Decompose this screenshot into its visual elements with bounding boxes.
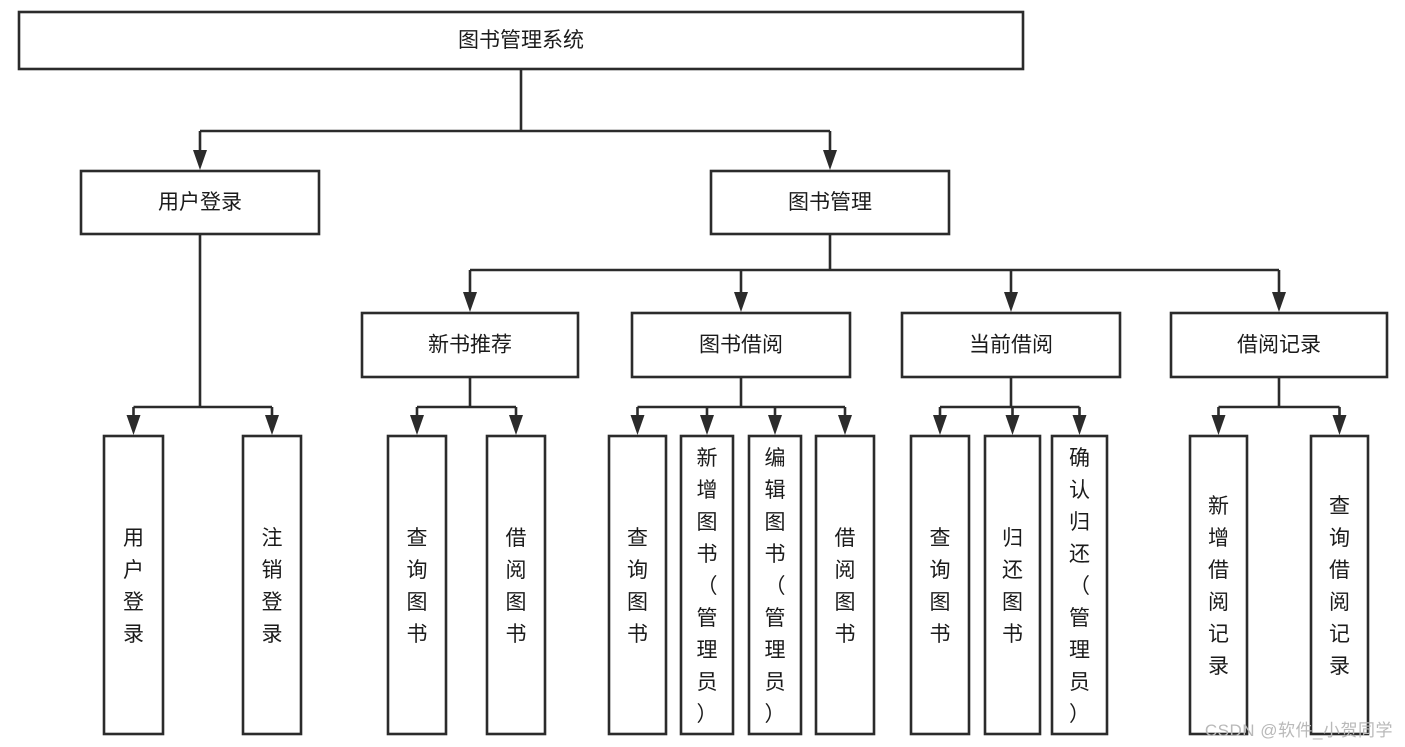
arrow-head-icon [1005, 415, 1020, 435]
arrow-head-icon [126, 415, 141, 435]
leaf-box[interactable] [1309, 434, 1370, 736]
leaf-box[interactable] [241, 434, 303, 736]
leaf-node[interactable]: 借阅图书 [485, 434, 547, 736]
leaf-label: 注销登录 [262, 527, 283, 646]
leaf-label: 借阅图书 [835, 527, 856, 646]
arrow-head-icon [933, 415, 947, 435]
leaf-box[interactable] [747, 434, 803, 736]
branch-node[interactable]: 新书推荐 [360, 311, 580, 379]
arrow-head-icon [193, 150, 207, 170]
leaf-node[interactable]: 查询图书 [909, 434, 971, 736]
arrow-head-icon [734, 292, 748, 312]
leaf-box[interactable] [1050, 434, 1109, 736]
arrow-head-icon [1332, 415, 1347, 435]
leaf-label: 查询图书 [627, 527, 648, 646]
arrow-head-icon [509, 415, 523, 435]
branch-box[interactable] [900, 311, 1122, 379]
branch-box[interactable] [79, 169, 321, 236]
leaf-box[interactable] [386, 434, 448, 736]
leaf-node[interactable]: 确认归还（管理员） [1050, 434, 1109, 736]
leaf-box[interactable] [485, 434, 547, 736]
leaf-node[interactable]: 查询图书 [386, 434, 448, 736]
leaf-node[interactable]: 新增借阅记录 [1188, 434, 1249, 736]
leaf-box[interactable] [1188, 434, 1249, 736]
leaf-label: 查询图书 [407, 527, 428, 646]
leaf-box[interactable] [679, 434, 735, 736]
arrow-head-icon [630, 415, 645, 435]
leaf-node[interactable]: 编辑图书（管理员） [747, 434, 803, 736]
branch-box[interactable] [1169, 311, 1389, 379]
leaf-node[interactable]: 用户登录 [102, 434, 165, 736]
branch-label: 借阅记录 [1237, 334, 1321, 357]
arrow-head-icon [768, 415, 782, 435]
branch-label: 图书借阅 [699, 334, 783, 357]
branch-label: 当前借阅 [969, 334, 1053, 357]
branch-node[interactable]: 图书借阅 [630, 311, 852, 379]
leaf-label: 编辑图书（管理员） [765, 447, 786, 726]
arrow-head-icon [700, 415, 714, 435]
root-node[interactable]: 图书管理系统 [17, 10, 1025, 71]
arrow-head-icon [1072, 415, 1087, 435]
leaf-label: 归还图书 [1002, 527, 1023, 646]
node-layer: 图书管理系统用户登录图书管理新书推荐图书借阅当前借阅借阅记录用户登录注销登录查询… [17, 10, 1389, 736]
leaf-box[interactable] [983, 434, 1042, 736]
arrow-head-icon [1004, 292, 1018, 312]
leaf-label: 确认归还（管理员） [1069, 447, 1090, 726]
connector-layer [126, 69, 1347, 435]
arrow-head-icon [1272, 292, 1286, 312]
arrow-head-icon [463, 292, 477, 312]
arrow-head-icon [823, 150, 837, 170]
branch-label: 图书管理 [788, 191, 872, 214]
branch-node[interactable]: 图书管理 [709, 169, 951, 236]
arrow-head-icon [265, 415, 279, 435]
arrow-head-icon [410, 415, 424, 435]
root-label: 图书管理系统 [458, 29, 584, 52]
leaf-box[interactable] [909, 434, 971, 736]
branch-box[interactable] [709, 169, 951, 236]
leaf-node[interactable]: 查询图书 [607, 434, 668, 736]
leaf-node[interactable]: 新增图书（管理员） [679, 434, 735, 736]
branch-box[interactable] [360, 311, 580, 379]
arrow-head-icon [838, 415, 852, 435]
branch-node[interactable]: 借阅记录 [1169, 311, 1389, 379]
leaf-label: 新增借阅记录 [1208, 495, 1229, 678]
leaf-node[interactable]: 注销登录 [241, 434, 303, 736]
branch-node[interactable]: 用户登录 [79, 169, 321, 236]
leaf-label: 查询借阅记录 [1329, 495, 1350, 678]
leaf-node[interactable]: 归还图书 [983, 434, 1042, 736]
branch-box[interactable] [630, 311, 852, 379]
leaf-node[interactable]: 借阅图书 [814, 434, 876, 736]
leaf-label: 借阅图书 [506, 527, 527, 646]
branch-node[interactable]: 当前借阅 [900, 311, 1122, 379]
leaf-label: 新增图书（管理员） [697, 447, 718, 726]
leaf-node[interactable]: 查询借阅记录 [1309, 434, 1370, 736]
branch-label: 新书推荐 [428, 334, 512, 357]
leaf-box[interactable] [814, 434, 876, 736]
arrow-head-icon [1211, 415, 1226, 435]
leaf-label: 查询图书 [930, 527, 951, 646]
leaf-box[interactable] [102, 434, 165, 736]
leaf-label: 用户登录 [123, 527, 144, 646]
branch-label: 用户登录 [158, 191, 242, 214]
root-box[interactable] [17, 10, 1025, 71]
leaf-box[interactable] [607, 434, 668, 736]
